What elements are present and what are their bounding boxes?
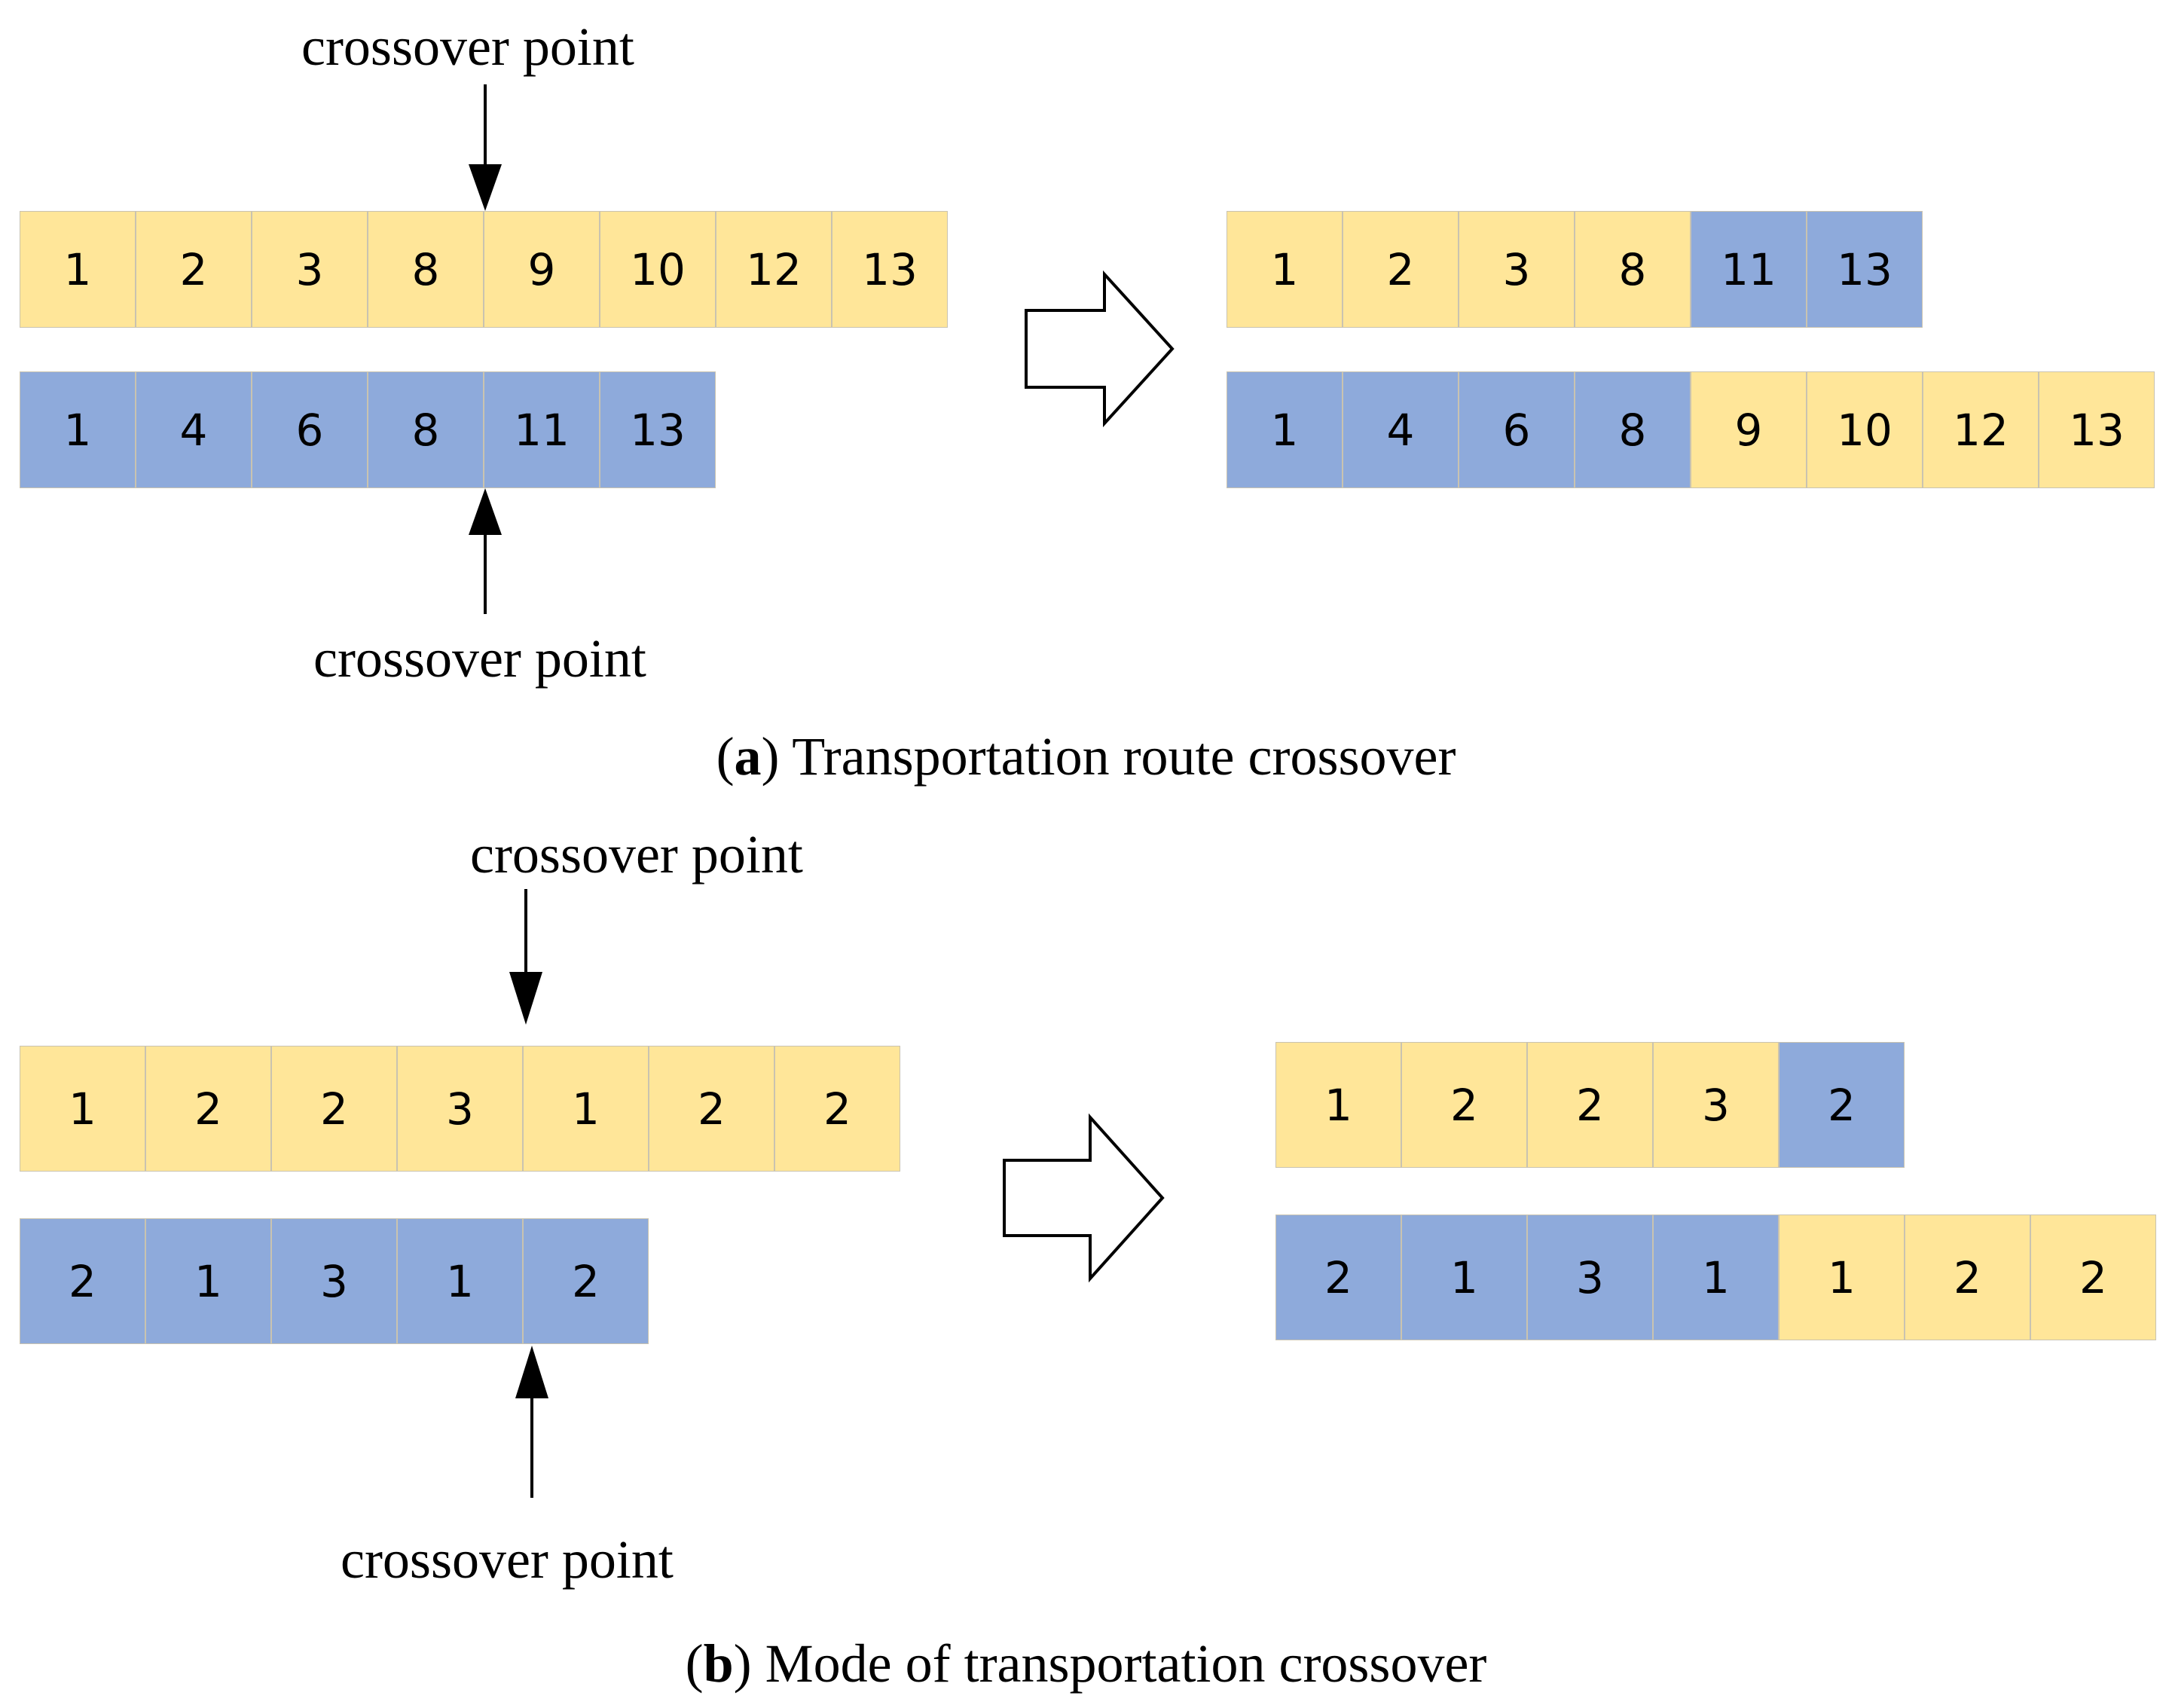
crossover-arrow-up-b [515,1346,548,1498]
gene-cell: 2 [774,1046,900,1172]
gene-cell: 3 [1653,1042,1779,1168]
caption-b-letter: b [703,1633,734,1694]
gene-cell: 11 [1691,211,1807,328]
gene-cell: 2 [145,1046,271,1172]
caption-b-text: Mode of transportation crossover [751,1633,1487,1694]
gene-cell: 13 [600,371,716,488]
gene-cell: 11 [484,371,600,488]
transform-arrow-b [1003,1113,1165,1283]
gene-cell: 2 [1905,1215,2030,1340]
gene-cell: 10 [1807,371,1923,488]
gene-cell: 2 [649,1046,774,1172]
caption-b: (b) Mode of transportation crossover [685,1633,1487,1694]
gene-cell: 8 [368,211,484,328]
gene-cell: 2 [1275,1215,1401,1340]
gene-cell: 10 [600,211,716,328]
gene-cell: 3 [1459,211,1575,328]
gene-cell: 2 [20,1218,145,1344]
gene-cell: 13 [832,211,948,328]
crossover-arrow-down-b [509,889,542,1025]
gene-cell: 2 [136,211,252,328]
gene-cell: 13 [1807,211,1923,328]
gene-cell: 1 [1227,371,1343,488]
gene-cell: 1 [1401,1215,1527,1340]
gene-cell: 2 [1527,1042,1653,1168]
gene-cell: 1 [1779,1215,1905,1340]
crossover-point-label-top-a: crossover point [301,17,634,77]
gene-cell: 1 [1227,211,1343,328]
gene-cell: 3 [271,1218,397,1344]
gene-cell: 2 [1343,211,1459,328]
crossover-point-label-bottom-a: crossover point [313,628,646,689]
gene-cell: 8 [1575,371,1691,488]
caption-a: (a) Transportation route crossover [716,726,1456,787]
transform-arrow-a [1025,270,1175,428]
gene-cell: 1 [20,1046,145,1172]
caption-a-letter: a [734,726,762,787]
gene-cell: 2 [523,1218,649,1344]
gene-cell: 1 [1275,1042,1401,1168]
gene-cell: 1 [20,371,136,488]
gene-cell: 3 [397,1046,523,1172]
gene-cell: 1 [397,1218,523,1344]
gene-cell: 12 [716,211,832,328]
crossover-point-label-bottom-b: crossover point [341,1529,674,1590]
gene-cell: 3 [252,211,368,328]
gene-cell: 1 [20,211,136,328]
gene-cell: 3 [1527,1215,1653,1340]
gene-cell: 2 [1779,1042,1905,1168]
gene-cell: 13 [2039,371,2155,488]
gene-cell: 12 [1923,371,2039,488]
gene-cell: 1 [145,1218,271,1344]
gene-cell: 9 [484,211,600,328]
gene-cell: 8 [1575,211,1691,328]
gene-cell: 2 [2030,1215,2156,1340]
gene-cell: 1 [1653,1215,1779,1340]
gene-cell: 2 [1401,1042,1527,1168]
gene-cell: 9 [1691,371,1807,488]
crossover-point-label-top-b: crossover point [470,824,803,885]
crossover-arrow-up-a [469,488,502,614]
gene-cell: 6 [1459,371,1575,488]
gene-cell: 8 [368,371,484,488]
gene-cell: 4 [136,371,252,488]
caption-a-text: Transportation route crossover [779,726,1456,787]
gene-cell: 4 [1343,371,1459,488]
gene-cell: 6 [252,371,368,488]
gene-cell: 1 [523,1046,649,1172]
gene-cell: 2 [271,1046,397,1172]
crossover-arrow-down-a [469,84,502,211]
